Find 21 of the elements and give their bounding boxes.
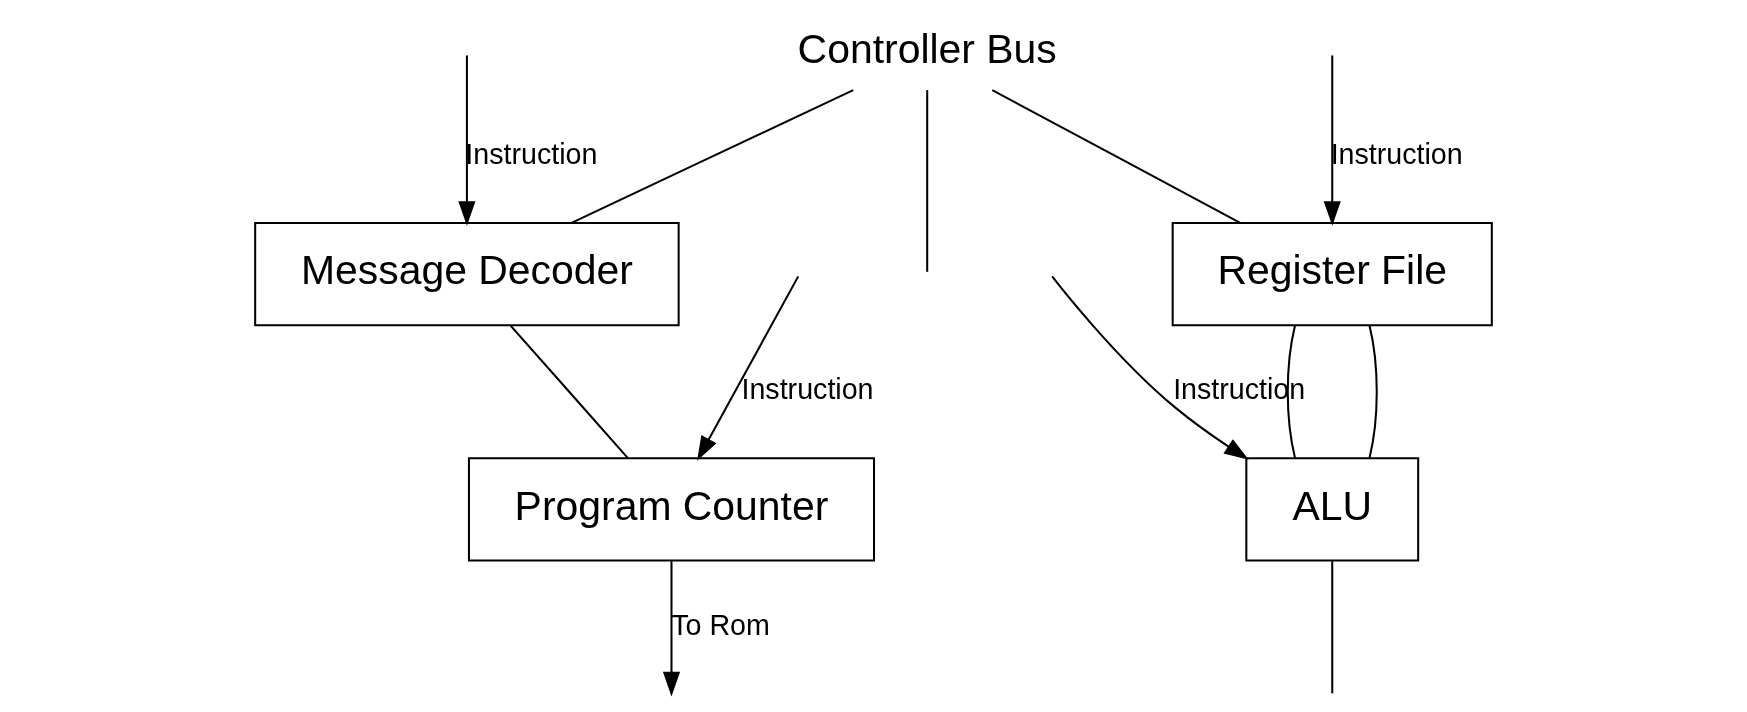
connector xyxy=(571,89,854,224)
node-box: Message Decoder xyxy=(254,222,680,327)
edge-label: Instruction xyxy=(1330,138,1463,171)
node-box: Program Counter xyxy=(467,457,876,562)
connector xyxy=(991,89,1241,224)
node-box: ALU xyxy=(1245,457,1420,562)
connector xyxy=(510,325,629,459)
edge-label: To Rom xyxy=(671,608,770,641)
connector xyxy=(926,90,929,272)
edge-label: Instruction xyxy=(465,138,598,171)
arrow xyxy=(458,55,476,226)
node-text: Controller Bus xyxy=(797,26,1057,73)
arrow xyxy=(662,561,681,697)
connector xyxy=(1331,561,1334,694)
connector xyxy=(1286,325,1296,459)
edge-label: Instruction xyxy=(741,373,874,406)
node-box: Register File xyxy=(1171,222,1493,327)
arrow xyxy=(1323,55,1341,226)
arrow xyxy=(1051,275,1249,460)
connector xyxy=(1368,325,1378,459)
arrow xyxy=(697,275,800,461)
